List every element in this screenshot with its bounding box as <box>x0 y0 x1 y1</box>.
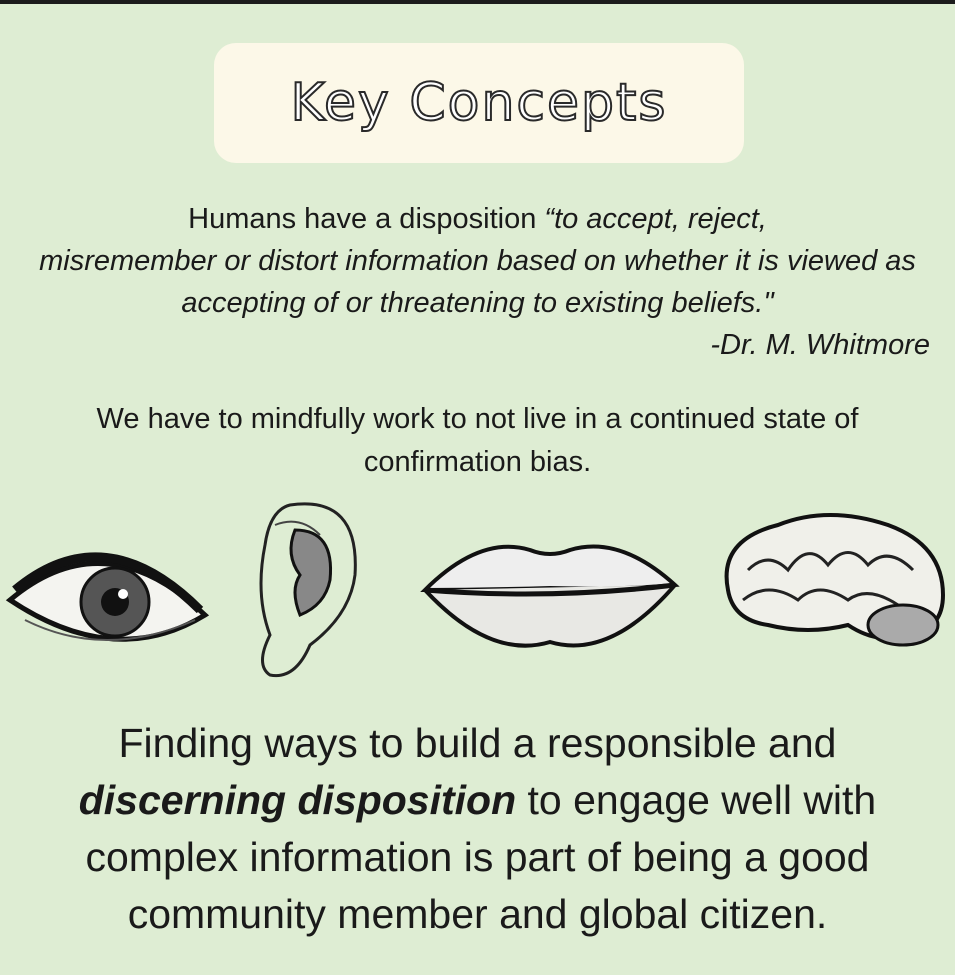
confirmation-bias-paragraph: We have to mindfully work to not live in… <box>96 403 859 478</box>
page-title: Key Concepts <box>290 72 668 134</box>
ear-icon <box>259 502 357 678</box>
quote-intro: Humans have a disposition <box>188 203 545 235</box>
quote-text-start: “to accept, reject, <box>544 203 767 235</box>
closing-text-before: Finding ways to build a responsible and <box>118 720 837 766</box>
closing-text-after: to engage well with complex information … <box>85 777 877 937</box>
brain-icon <box>724 513 946 647</box>
closing-emphasis: discerning disposition <box>78 777 517 823</box>
closing-statement: Finding ways to build a responsible and … <box>10 715 945 943</box>
senses-illustrations <box>0 490 955 690</box>
title-box: Key Concepts <box>214 43 744 163</box>
lips-icon <box>420 544 680 648</box>
quote-text: misremember or distort information based… <box>39 245 916 319</box>
eye-icon <box>5 552 210 642</box>
top-bar <box>0 0 955 4</box>
quote-block: Humans have a disposition “to accept, re… <box>20 198 935 366</box>
quote-attribution: -Dr. M. Whitmore <box>710 329 930 361</box>
